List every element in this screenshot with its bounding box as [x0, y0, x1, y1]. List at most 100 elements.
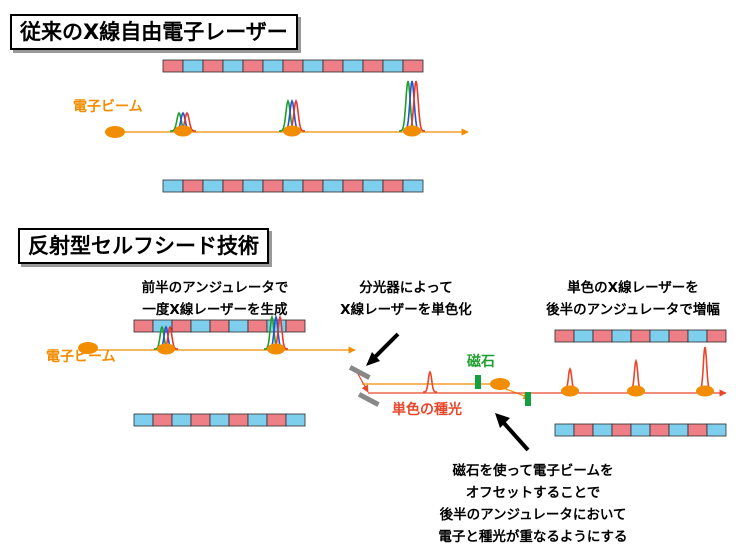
undulator-magnet-segment	[573, 423, 594, 437]
undulator-magnet-segment	[362, 59, 384, 73]
caption-line: 一度X線レーザーを生成	[142, 302, 288, 318]
magnet-icon	[525, 392, 531, 406]
undulator-magnet-segment	[668, 329, 689, 343]
undulator-magnet-segment	[592, 423, 613, 437]
undulator-magnet-segment	[649, 423, 670, 437]
undulator-magnet-segment	[706, 423, 727, 437]
electron-bunch-icon	[490, 378, 510, 390]
undulator-magnet-segment	[630, 423, 651, 437]
undulator-magnet-segment	[649, 329, 670, 343]
undulator-lower-conventional	[162, 179, 424, 193]
undulator-magnet-segment	[228, 413, 249, 427]
electron-bunch-icon	[157, 343, 175, 355]
undulator-magnet-segment	[342, 59, 364, 73]
xray-pulses-first-half	[154, 314, 288, 355]
undulator-magnet-segment	[611, 423, 632, 437]
caption-monochromator: 分光器によって X線レーザーを単色化	[316, 277, 496, 321]
undulator-magnet-segment	[706, 329, 727, 343]
undulator-magnet-segment	[162, 59, 184, 73]
undulator-magnet-segment	[162, 179, 184, 193]
undulator-magnet-segment	[171, 319, 192, 333]
undulator-magnet-segment	[668, 423, 689, 437]
undulator-magnet-segment	[687, 423, 708, 437]
undulator-magnet-segment	[202, 179, 224, 193]
undulator-magnet-segment	[190, 319, 211, 333]
undulator-magnet-segment	[242, 59, 264, 73]
magnet-icon	[475, 375, 481, 389]
xray-pulses-conventional	[170, 80, 425, 137]
electron-bunch-icon	[403, 125, 421, 137]
undulator-magnet-segment	[133, 319, 154, 333]
undulator-magnet-segment	[282, 59, 304, 73]
undulator-magnet-segment	[247, 413, 268, 427]
section-title-conventional: 従来のX線自由電子レーザー	[10, 14, 298, 50]
undulator-magnet-segment	[687, 329, 708, 343]
caption-amplify: 単色のX線レーザーを 後半のアンジュレータで増幅	[528, 277, 738, 321]
caption-line: X線レーザーを単色化	[340, 302, 472, 318]
undulator-upper-second-half	[554, 329, 727, 343]
undulator-magnet-segment	[342, 179, 364, 193]
undulator-magnet-segment	[554, 329, 575, 343]
electron-bunch-icon	[267, 343, 285, 355]
undulator-magnet-segment	[182, 59, 204, 73]
undulator-lower-second-half	[554, 423, 727, 437]
undulator-magnet-segment	[171, 413, 192, 427]
reflected-beam-path	[357, 373, 369, 393]
undulator-magnet-segment	[630, 329, 651, 343]
undulator-magnet-segment	[262, 59, 284, 73]
undulator-magnet-segment	[262, 179, 284, 193]
caption-line: 後半のアンジュレータで増幅	[546, 302, 720, 318]
undulator-magnet-segment	[382, 179, 404, 193]
electron-bunch-icon	[696, 385, 714, 397]
caption-line: 前半のアンジュレータで	[141, 280, 289, 296]
undulator-magnet-segment	[222, 59, 244, 73]
pointer-arrow-magnet	[495, 413, 530, 452]
caption-magnet-offset: 磁石を使って電子ビームを オフセットすることで 後半のアンジュレータにおいて 電…	[418, 460, 648, 548]
undulator-magnet-segment	[285, 319, 306, 333]
undulator-magnet-segment	[322, 59, 344, 73]
undulator-magnet-segment	[611, 329, 632, 343]
electron-bunch-icon	[174, 125, 192, 137]
undulator-magnet-segment	[402, 59, 424, 73]
undulator-lower-first-half	[133, 413, 306, 427]
electron-bunch-icon	[78, 342, 98, 354]
caption-line: 磁石を使って電子ビームを	[452, 463, 614, 479]
undulator-magnet-segment	[402, 179, 424, 193]
caption-line: 分光器によって	[359, 280, 453, 296]
undulator-magnet-segment	[209, 319, 230, 333]
electron-bunch-icon	[283, 125, 301, 137]
caption-line: 電子と種光が重なるようにする	[438, 529, 628, 545]
seed-light-label: 単色の種光	[392, 402, 462, 418]
undulator-magnet-segment	[182, 179, 204, 193]
electron-bunch-icon	[105, 126, 125, 138]
undulator-magnet-segment	[190, 413, 211, 427]
undulator-magnet-segment	[266, 413, 287, 427]
undulator-magnet-segment	[382, 59, 404, 73]
caption-line: 単色のX線レーザーを	[567, 280, 699, 296]
undulator-magnet-segment	[362, 179, 384, 193]
undulator-magnet-segment	[554, 423, 575, 437]
undulator-magnet-segment	[222, 179, 244, 193]
undulator-magnet-segment	[209, 413, 230, 427]
undulator-magnet-segment	[573, 329, 594, 343]
undulator-magnet-segment	[285, 413, 306, 427]
undulator-upper-first-half	[133, 319, 306, 333]
electron-beam-label: 電子ビーム	[46, 349, 116, 365]
monochromator-crystal-icon	[357, 392, 380, 407]
undulator-magnet-segment	[228, 319, 249, 333]
seed-pulse	[423, 370, 437, 393]
caption-first-undulator: 前半のアンジュレータで 一度X線レーザーを生成	[115, 277, 315, 321]
undulator-upper-conventional	[162, 59, 424, 73]
caption-line: 後半のアンジュレータにおいて	[439, 507, 627, 523]
undulator-magnet-segment	[322, 179, 344, 193]
electron-bunch-icon	[561, 385, 579, 397]
undulator-magnet-segment	[202, 59, 224, 73]
electron-beam-label: 電子ビーム	[73, 99, 143, 115]
seed-pulse	[698, 346, 712, 392]
undulator-magnet-segment	[302, 179, 324, 193]
magnet-label: 磁石	[467, 354, 495, 370]
undulator-magnet-segment	[302, 59, 324, 73]
pointer-arrow-monochromator	[366, 332, 400, 366]
caption-line: オフセットすることで	[465, 485, 601, 501]
